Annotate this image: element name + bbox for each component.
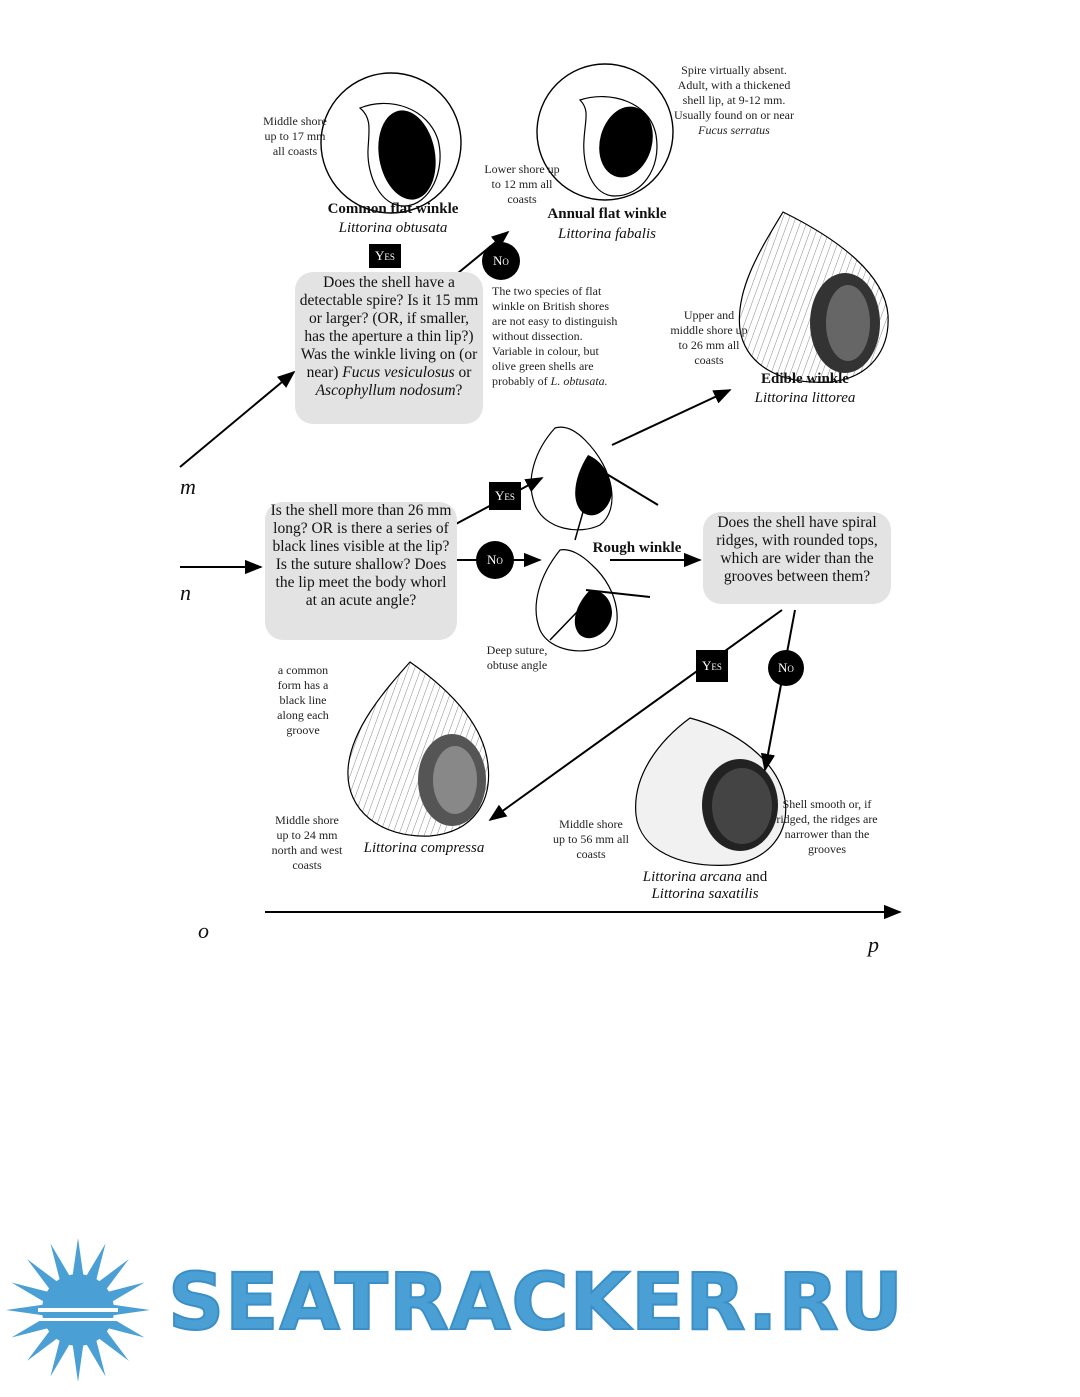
edible-latin: Littorina littorea — [730, 390, 880, 407]
flow-letter-o: o — [198, 918, 209, 944]
compressa-note: Middle shore up to 24 mm north and west … — [270, 813, 344, 873]
arcana-note: Middle shore up to 56 mm all coasts — [552, 817, 630, 862]
rough-winkle-shell-lower — [536, 550, 650, 651]
rough-winkle-name: Rough winkle — [585, 540, 689, 557]
rough-winkle-note: Deep suture, obtuse angle — [478, 643, 556, 673]
q3-no-badge: No — [768, 650, 804, 686]
flow-letter-p: p — [868, 932, 879, 958]
edible-note: Upper and middle shore up to 26 mm all c… — [670, 308, 748, 368]
edible-winkle-shell — [739, 212, 888, 382]
common-flat-note: Middle shore up to 17 mm all coasts — [262, 114, 328, 159]
arcana-saxatilis-shell — [636, 718, 786, 865]
annual-flat-description-text: Spire virtually absent. Adult, with a th… — [674, 63, 794, 122]
q2-yes-badge: Yes — [489, 482, 521, 510]
q3-yes-badge: Yes — [696, 650, 728, 682]
q1-yes-badge: Yes — [369, 244, 401, 268]
question-2-box: Is the shell more than 26 mm long? OR is… — [265, 502, 457, 640]
common-flat-name: Common flat winkle — [300, 201, 486, 218]
q1-italic2: Ascophyllum nodosum — [316, 382, 456, 399]
rough-winkle-shell-upper — [531, 427, 658, 540]
common-flat-winkle-shell — [321, 73, 461, 213]
compressa-latin: Littorina compressa — [352, 840, 496, 857]
arcana-saxatilis-names: Littorina arcana and Littorina saxatilis — [620, 869, 790, 903]
side-note-italic: L. obtusata. — [551, 374, 608, 388]
q1-italic1: Fucus vesiculosus — [342, 364, 454, 381]
annual-flat-description: Spire virtually absent. Adult, with a th… — [672, 63, 796, 138]
annual-flat-description-italic: Fucus serratus — [698, 123, 770, 137]
arrow-m-to-q1 — [180, 372, 294, 467]
saxatilis-latin: Littorina saxatilis — [651, 886, 758, 902]
q1-mid: or — [459, 364, 472, 381]
q2-or: OR — [311, 520, 333, 537]
sun-logo — [6, 1238, 150, 1382]
q2-no-badge: No — [476, 541, 514, 579]
arrow-q3-no — [765, 610, 795, 770]
compressa-form-note: a common form has a black line along eac… — [272, 663, 334, 738]
arcana-ridge-note: Shell smooth or, if ridged, the ridges a… — [773, 797, 881, 857]
annual-flat-name: Annual flat winkle — [520, 206, 694, 223]
annual-flat-note: Lower shore up to 12 mm all coasts — [484, 162, 560, 207]
compressa-shell — [348, 662, 489, 836]
watermark-text: SEATRACKER.RU — [168, 1258, 904, 1348]
question-3-box: Does the shell have spiral ridges, with … — [703, 512, 891, 604]
arrow-to-edible — [612, 390, 730, 445]
q1-or: OR — [378, 310, 400, 327]
side-note-text: The two species of flat winkle on Britis… — [492, 284, 617, 388]
arcana-latin: Littorina arcana — [643, 869, 742, 885]
annual-flat-latin: Littorina fabalis — [520, 226, 694, 243]
common-flat-latin: Littorina obtusata — [300, 220, 486, 237]
arcana-and: and — [746, 869, 768, 885]
flow-letter-n: n — [180, 580, 191, 606]
q1-no-badge: No — [482, 242, 520, 280]
flow-letter-m: m — [180, 474, 196, 500]
edible-name: Edible winkle — [730, 371, 880, 388]
question-1-box: Does the shell have a detectable spire? … — [295, 272, 483, 424]
q1-end: ? — [456, 382, 463, 399]
flat-winkle-side-note: The two species of flat winkle on Britis… — [492, 284, 620, 389]
